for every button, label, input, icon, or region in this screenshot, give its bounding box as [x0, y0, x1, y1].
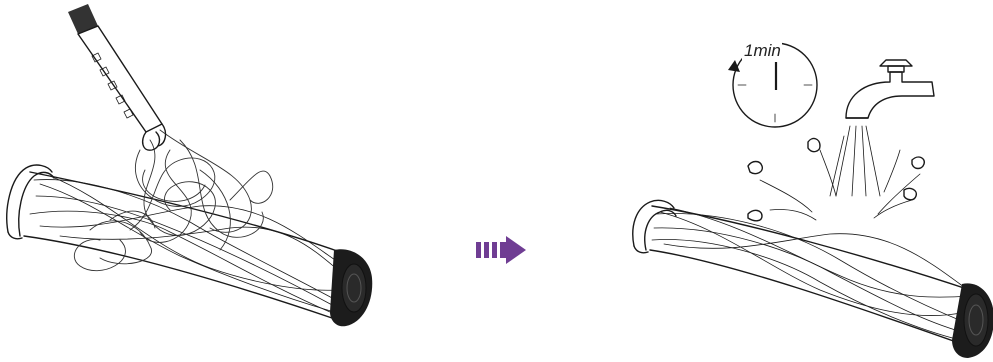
water-stream [760, 126, 920, 220]
timer-icon: 1min [728, 38, 817, 127]
timer-label: 1min [744, 41, 781, 60]
faucet-icon [846, 60, 934, 118]
tangled-hair [74, 130, 272, 271]
left-roll-end-cap [330, 249, 372, 326]
water-drop-icon [748, 139, 924, 221]
tangled-brush-roll [7, 4, 372, 326]
cleaning-tool-icon [68, 4, 165, 150]
clean-brush-roll [633, 200, 993, 358]
arrow-right-icon [476, 236, 526, 264]
clean-roll-end-cap [952, 283, 993, 358]
